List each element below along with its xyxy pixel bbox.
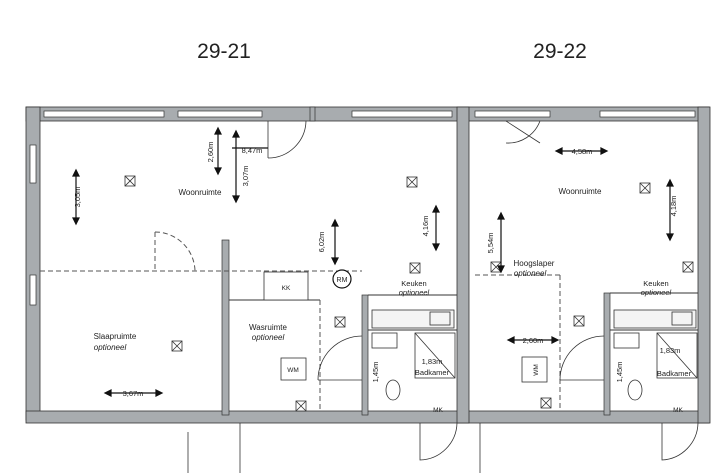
symbols: RM KK WM WM MK MK bbox=[282, 269, 684, 414]
room-keuken-29-22: Keuken bbox=[643, 279, 668, 288]
optional-partitions bbox=[40, 231, 561, 411]
room-keuken-29-21: Keuken bbox=[401, 279, 426, 288]
dim-3-05: 3,05m bbox=[73, 187, 82, 208]
room-woonruimte-29-22: Woonruimte bbox=[559, 187, 603, 196]
symbol-rm: RM bbox=[337, 277, 348, 284]
door-swings bbox=[187, 120, 699, 473]
room-labels: Woonruimte Slaapruimte optioneel Wasruim… bbox=[94, 187, 692, 378]
dimension-arrows bbox=[72, 126, 674, 397]
room-badkamer-29-21: Badkamer bbox=[415, 368, 450, 377]
dim-1-45-a: 1,45m bbox=[371, 362, 380, 383]
dim-6-02: 6,02m bbox=[317, 232, 326, 253]
dim-4-16: 4,16m bbox=[421, 216, 430, 237]
symbol-mk-29-22: MK bbox=[673, 407, 683, 414]
dim-3-67: 3,67m bbox=[123, 389, 144, 398]
bathroom-fixtures bbox=[371, 332, 698, 401]
symbol-mk-29-21: MK bbox=[433, 407, 443, 414]
dim-1-83-b: 1,83m bbox=[660, 346, 681, 355]
kitchen-counters bbox=[371, 309, 697, 329]
dim-8-47: 8,47m bbox=[242, 146, 263, 155]
rm-circle-icon bbox=[332, 269, 352, 289]
dim-3-07: 3,07m bbox=[241, 166, 250, 187]
room-hoogslaper-optioneel: optioneel bbox=[514, 269, 547, 278]
room-wasruimte-optioneel: optioneel bbox=[252, 333, 285, 342]
dim-2-60-a: 2,60m bbox=[206, 142, 215, 163]
room-wasruimte: Wasruimte bbox=[249, 323, 287, 332]
room-woonruimte-29-21: Woonruimte bbox=[179, 188, 223, 197]
dim-2-60-b: 2,60m bbox=[523, 336, 544, 345]
dim-4-58: 4,58m bbox=[572, 147, 593, 156]
symbol-wm-29-22: WM bbox=[533, 364, 540, 376]
exterior-walls bbox=[25, 106, 711, 424]
appliances bbox=[263, 271, 548, 383]
room-hoogslaper: Hoogslaper bbox=[514, 259, 555, 268]
room-badkamer-29-22: Badkamer bbox=[657, 369, 692, 378]
unit-title-29-22: 29-22 bbox=[533, 40, 587, 63]
room-keuken-optioneel-29-21: optioneel bbox=[399, 288, 430, 297]
room-keuken-optioneel-29-22: optioneel bbox=[641, 288, 672, 297]
windows bbox=[29, 110, 696, 306]
dim-5-54: 5,54m bbox=[486, 233, 495, 254]
room-slaapruimte-optioneel: optioneel bbox=[94, 343, 127, 352]
unit-title-29-21: 29-21 bbox=[197, 40, 251, 63]
room-slaapruimte: Slaapruimte bbox=[94, 332, 137, 341]
interior-walls bbox=[221, 106, 611, 416]
dim-1-83-a: 1,83m bbox=[422, 357, 443, 366]
dim-4-18: 4,18m bbox=[669, 196, 678, 217]
dim-1-45-b: 1,45m bbox=[615, 362, 624, 383]
symbol-wm-29-21: WM bbox=[287, 367, 299, 374]
dimension-labels: 8,47m 2,60m 3,07m 3,05m 6,02m 4,16m 3,67… bbox=[73, 142, 680, 398]
symbol-kk: KK bbox=[282, 285, 291, 292]
light-fixtures bbox=[124, 175, 694, 412]
